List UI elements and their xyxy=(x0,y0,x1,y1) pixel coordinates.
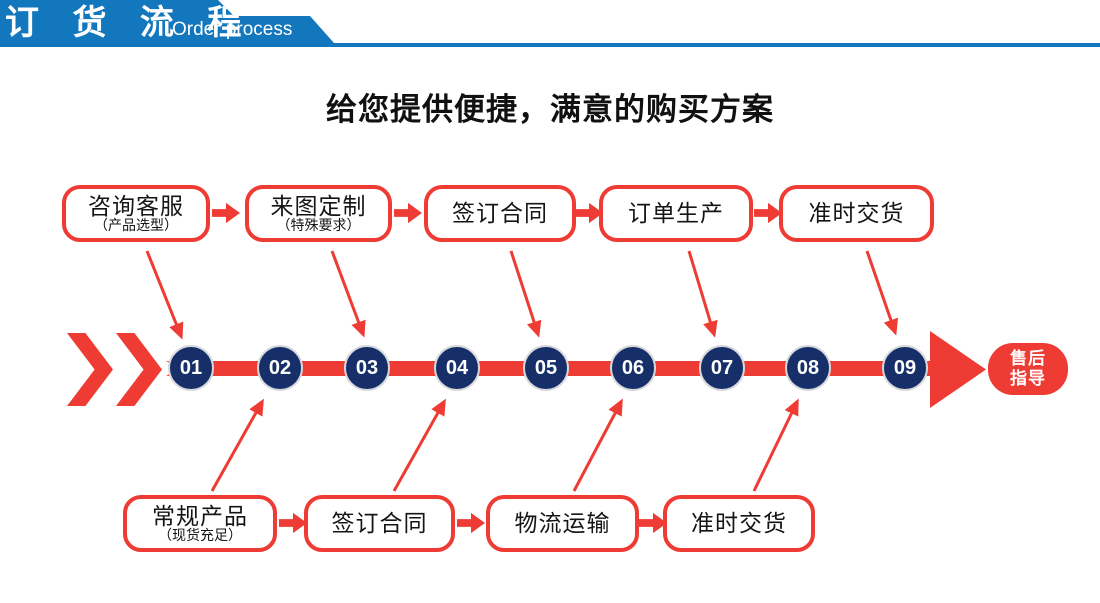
box-title: 来图定制 xyxy=(270,192,367,219)
box-subtitle: （产品选型） xyxy=(94,217,178,234)
process-box-consult-service: 咨询客服 （产品选型） xyxy=(62,185,210,242)
chevron-right-icon xyxy=(67,333,113,406)
step-circle-05: 05 xyxy=(523,345,569,391)
page-title: 给您提供便捷，满意的购买方案 xyxy=(326,92,774,127)
step-circle-08: 08 xyxy=(785,345,831,391)
arrow-right-icon xyxy=(457,512,485,534)
process-box-ontime-delivery-top: 准时交货 xyxy=(779,185,934,242)
process-box-sign-contract-top: 签订合同 xyxy=(424,185,576,242)
step-circle-04: 04 xyxy=(434,345,480,391)
arrow-right-icon xyxy=(212,202,240,224)
process-box-ontime-delivery-bottom: 准时交货 xyxy=(663,495,815,552)
box-title: 常规产品 xyxy=(152,502,248,529)
step-circle-01: 01 xyxy=(168,345,214,391)
step-circle-07: 07 xyxy=(699,345,745,391)
box-title: 签订合同 xyxy=(331,510,428,537)
box-title: 订单生产 xyxy=(628,200,724,227)
header-subtitle: Order process xyxy=(172,19,293,40)
box-title: 签订合同 xyxy=(452,200,548,227)
box-subtitle: （特殊要求） xyxy=(276,217,361,234)
after-sales-line1: 售后 xyxy=(1010,348,1046,368)
chevron-right-icon xyxy=(116,333,162,406)
process-box-regular-products: 常规产品 （现货充足） xyxy=(123,495,277,552)
arrow-right-icon xyxy=(754,202,782,224)
arrow-right-icon xyxy=(394,202,422,224)
step-circle-02: 02 xyxy=(257,345,303,391)
arrow-right-icon xyxy=(279,512,307,534)
timeline-arrowhead-icon xyxy=(930,331,986,408)
after-sales-line2: 指导 xyxy=(1010,369,1046,388)
process-box-order-production: 订单生产 xyxy=(599,185,753,242)
box-title: 物流运输 xyxy=(514,510,611,537)
box-title: 准时交货 xyxy=(808,200,905,227)
box-title: 咨询客服 xyxy=(88,192,184,219)
header-banner: 订 货 流 程 Order process xyxy=(0,0,1100,47)
step-circle-09: 09 xyxy=(882,345,928,391)
after-sales-badge: 售后 指导 xyxy=(988,343,1068,395)
box-title: 准时交货 xyxy=(691,510,787,537)
header-title: 订 货 流 程 xyxy=(5,4,254,42)
process-box-logistics: 物流运输 xyxy=(486,495,639,552)
process-box-custom-drawing: 来图定制 （特殊要求） xyxy=(245,185,392,242)
step-circle-06: 06 xyxy=(610,345,656,391)
process-box-sign-contract-bottom: 签订合同 xyxy=(304,495,455,552)
step-circle-03: 03 xyxy=(344,345,390,391)
box-subtitle: （现货充足） xyxy=(158,527,242,544)
